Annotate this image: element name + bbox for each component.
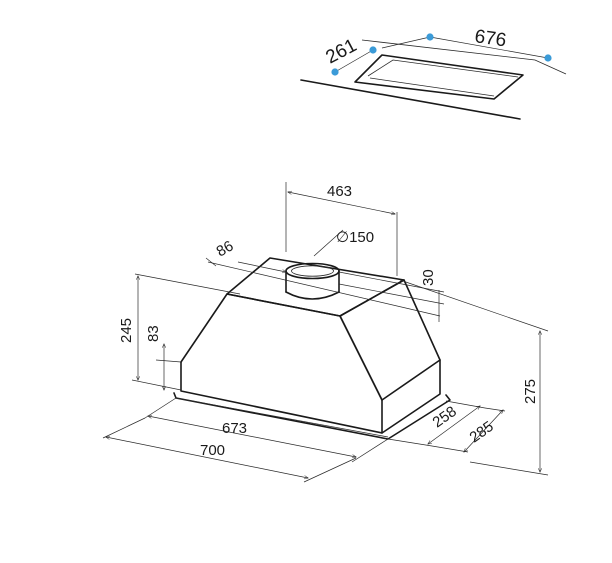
cutout-width-label: 676	[473, 26, 507, 51]
cutout-marker-back-right	[544, 54, 552, 62]
dim-673-ext-right	[351, 438, 389, 463]
dim-275-ext-bot	[469, 461, 549, 476]
cutout-width-line	[429, 36, 549, 59]
dimension-lines	[102, 182, 549, 483]
dim-275-label: 275	[522, 379, 539, 404]
cutout-inner-edge	[367, 59, 519, 78]
dim-83-label: 83	[145, 325, 162, 342]
plane-front-edge	[300, 79, 521, 120]
dim-700-ext-right	[303, 457, 357, 483]
dim-673-label: 673	[222, 420, 247, 437]
dim-30-ext-top	[338, 271, 445, 293]
cutout-opening	[354, 54, 524, 100]
dim-86-line	[207, 261, 441, 317]
cutout-width-ext	[381, 36, 431, 49]
cutout-marker-front-left	[331, 68, 339, 76]
cutout-depth-line	[334, 49, 374, 73]
cutout-inset: 261 676	[300, 26, 567, 120]
dim-700-ext-left	[102, 417, 146, 439]
dim-285-line	[464, 410, 503, 452]
plane-back-edge	[361, 39, 567, 75]
dim-275-ext-top	[399, 279, 549, 332]
dim-700-line	[106, 437, 308, 478]
dim-245-ext-bot	[131, 379, 182, 391]
cutout-marker-back-mid	[426, 33, 434, 41]
dim-285-ext-top	[484, 407, 506, 412]
duct-collar-bottom	[285, 291, 340, 300]
dim-245-ext-top	[134, 273, 241, 295]
hood-lower-box	[180, 359, 441, 434]
cutout-inner-bottom	[369, 77, 495, 97]
dim-258-label: 258	[430, 403, 460, 431]
dim-700-label: 700	[200, 442, 225, 459]
hood-flange-line	[175, 397, 389, 438]
cutout-depth-label: 261	[322, 35, 360, 68]
dim-83-ext	[155, 359, 182, 363]
dim-86-ext	[205, 257, 217, 267]
dimension-labels: 463 ∅150 86 30 245 83 275 673 700 258 28…	[118, 183, 539, 459]
dim-30-label: 30	[420, 269, 437, 286]
dim-diameter-label: ∅150	[336, 229, 374, 246]
dim-30-ext-bot	[338, 283, 445, 305]
hood-left-face	[180, 293, 383, 401]
dim-86-label: 86	[214, 237, 237, 260]
dim-673-ext-left	[144, 397, 177, 419]
dim-285-ext-bot	[431, 445, 469, 453]
cutout-marker-back-left	[369, 46, 377, 54]
dim-258-ext-bot	[387, 438, 433, 447]
dim-673-line	[148, 416, 356, 457]
dim-463-line	[288, 192, 395, 214]
dim-463-label: 463	[327, 183, 352, 200]
duct-collar-inner	[291, 265, 334, 277]
dim-245-label: 245	[118, 318, 135, 343]
dim-86-arrow	[237, 261, 286, 272]
dim-285-label: 285	[467, 418, 497, 446]
dim-diameter-leader	[313, 229, 344, 257]
hood-front-face	[339, 279, 441, 401]
